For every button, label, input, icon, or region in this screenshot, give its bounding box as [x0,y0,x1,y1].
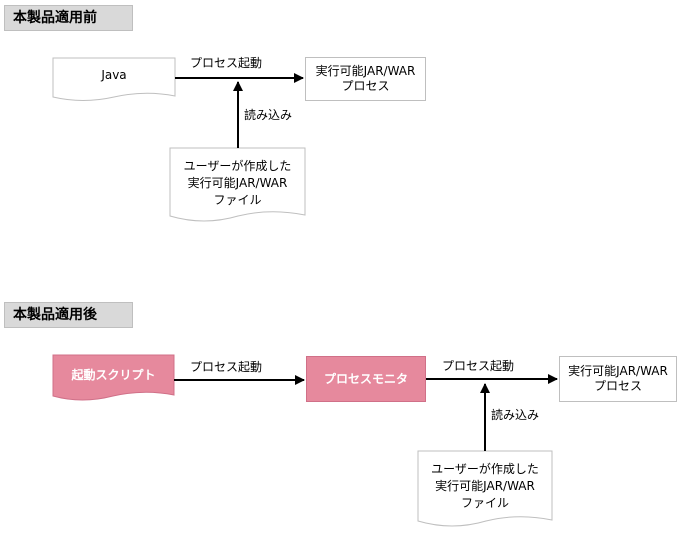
file-label-before: ユーザーが作成した 実行可能JAR/WAR ファイル [170,158,305,209]
edge-label-start-after-2: プロセス起動 [442,359,515,373]
process-label-line1: 実行可能JAR/WAR [568,364,668,378]
process-monitor-box: プロセスモニタ [306,356,426,402]
file-label-line2: 実行可能JAR/WAR [187,176,288,190]
process-box-before: 実行可能JAR/WAR プロセス [305,57,426,101]
file-label-line2: 実行可能JAR/WAR [435,479,535,493]
edge-label-load-after: 読み込み [491,408,540,422]
section-header-after: 本製品適用後 [4,302,133,328]
file-label-after: ユーザーが作成した 実行可能JAR/WAR ファイル [418,461,552,512]
file-label-line3: ファイル [213,193,262,207]
process-label-line2: プロセス [341,79,390,93]
process-label-line1: 実行可能JAR/WAR [315,64,416,78]
section-header-before: 本製品適用前 [4,5,133,31]
edge-label-start-before: プロセス起動 [190,56,263,70]
process-label-line2: プロセス [593,379,642,393]
script-document-shape [52,354,175,401]
file-label-line3: ファイル [460,496,509,510]
process-box-after: 実行可能JAR/WAR プロセス [559,356,677,402]
file-document-shape-before [169,147,306,222]
java-document-shape [52,57,176,101]
file-label-line1: ユーザーが作成した [431,462,539,476]
file-label-line1: ユーザーが作成した [183,159,292,173]
edge-label-load-before: 読み込み [244,108,293,122]
file-document-shape-after [417,450,553,527]
edge-label-start-after-1: プロセス起動 [190,360,263,374]
java-label: Java [101,68,127,82]
script-label: 起動スクリプト [71,368,156,382]
